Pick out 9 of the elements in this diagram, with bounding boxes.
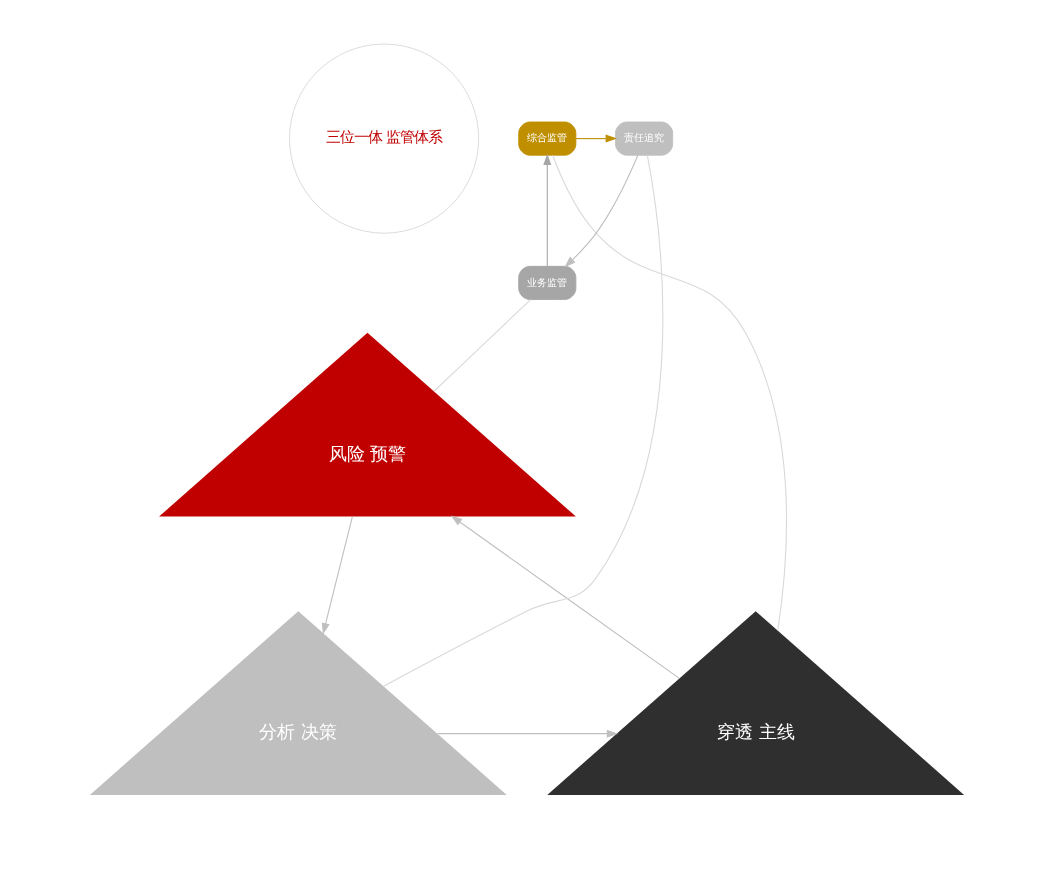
connector — [551, 154, 786, 631]
arrow — [436, 729, 618, 738]
connector — [382, 154, 663, 687]
arrow — [563, 154, 638, 268]
arrow — [320, 516, 352, 635]
arrow — [574, 134, 617, 143]
arrow — [449, 515, 679, 679]
arrow — [542, 153, 551, 267]
connector — [432, 299, 531, 392]
